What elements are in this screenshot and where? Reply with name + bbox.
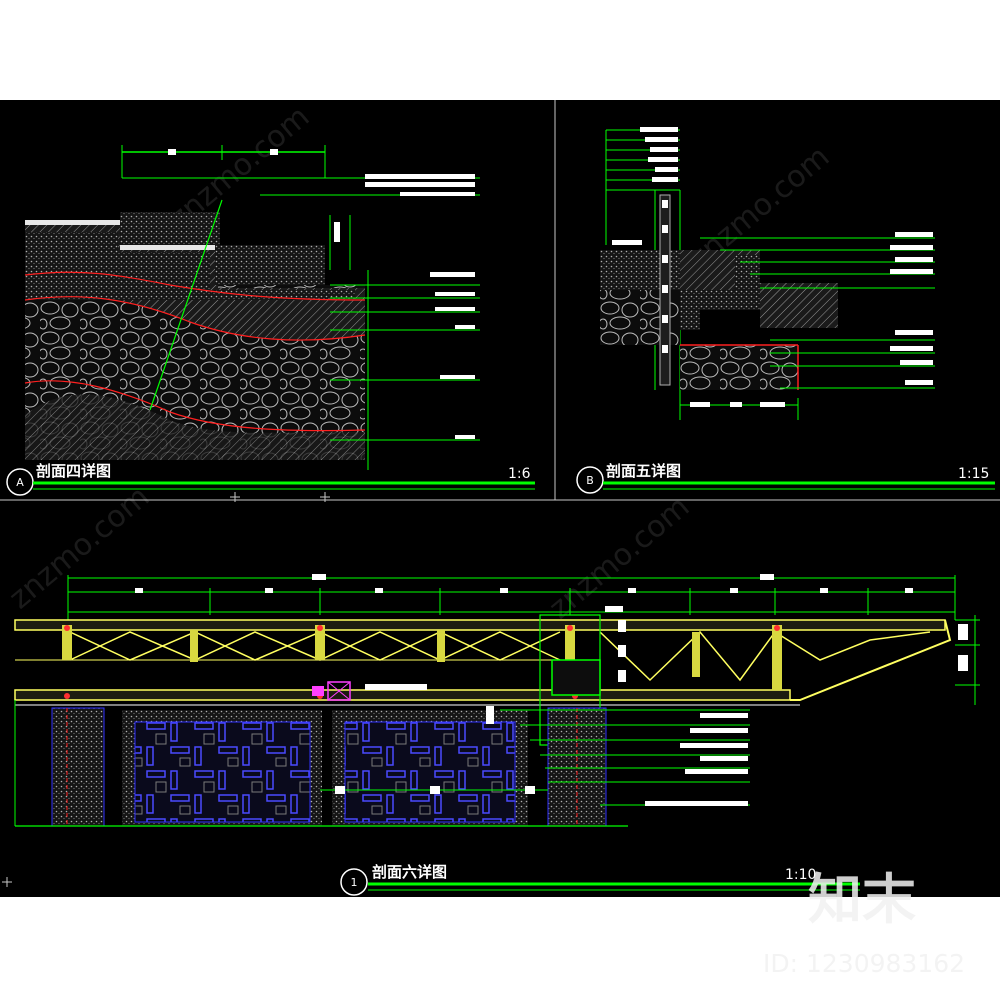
brand-watermark: 知末: [808, 868, 916, 931]
crosshairs: [2, 492, 330, 887]
panel-1-marker: 1: [351, 876, 358, 889]
panel-1-title: 剖面六详图: [372, 863, 447, 881]
section-detail-b: B 剖面五详图 1:15: [576, 127, 995, 494]
panel-a-marker: A: [16, 476, 24, 489]
panel-a-title: 剖面四详图: [36, 462, 111, 480]
panel-b-scale: 1:15: [958, 466, 989, 482]
panel-a-scale: 1:6: [508, 466, 531, 482]
section-detail-a: A 剖面四详图 1:6: [6, 145, 535, 496]
panel-b-title: 剖面五详图: [606, 462, 681, 480]
panel-b-marker: B: [586, 474, 594, 487]
section-detail-1: 1 剖面六详图 1:10: [14, 574, 980, 896]
id-watermark: ID: 1230983162: [763, 949, 965, 978]
panel-1-scale: 1:10: [785, 867, 816, 883]
